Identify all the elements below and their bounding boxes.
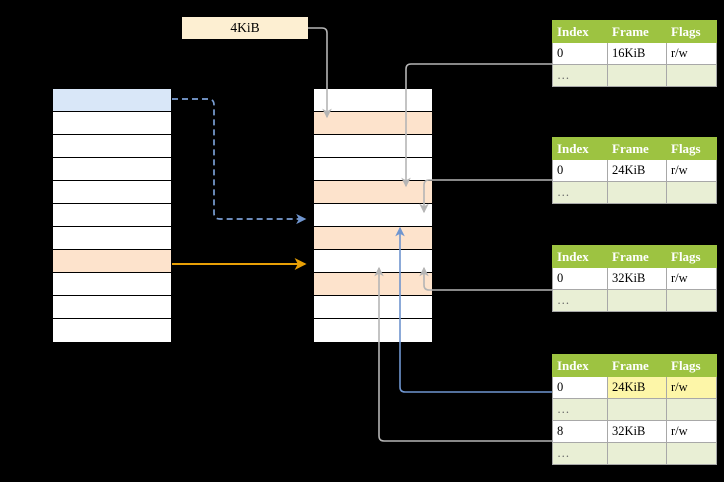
page-table-3-header-frame: Frame <box>607 245 667 268</box>
size-label-text: 4KiB <box>230 20 260 35</box>
page-table-3-r1-c1 <box>607 289 667 312</box>
source-memory-table <box>52 88 172 342</box>
page-table-2-r0-c2: r/w <box>666 159 717 182</box>
wire-pt2-to-middle-row7 <box>419 179 552 214</box>
page-table-1-header-index: Index <box>552 20 608 43</box>
page-table-3-r0-c0: 0 <box>552 267 608 290</box>
page-table-1-row: … <box>552 64 717 87</box>
size-label-box: 4KiB <box>182 17 308 39</box>
page-table-3-r1-c0: … <box>552 289 608 312</box>
source-memory-table-row-10 <box>53 296 171 319</box>
page-table-1-r0-c0: 0 <box>552 42 608 65</box>
source-memory-table-row-9 <box>53 273 171 296</box>
target-memory-table-row-5 <box>314 181 432 204</box>
page-table-4-r1-c0: … <box>552 398 608 421</box>
page-table-4-row: … <box>552 442 717 465</box>
target-memory-table-row-11 <box>314 319 432 342</box>
page-table-2-header-frame: Frame <box>607 137 667 160</box>
page-table-4-r2-c0: 8 <box>552 420 608 443</box>
page-table-1-header-frame: Frame <box>607 20 667 43</box>
page-table-2-r1-c2 <box>666 181 717 204</box>
source-memory-table-row-5 <box>53 181 171 204</box>
page-table-4-r0-c0: 0 <box>552 376 608 399</box>
page-table-2-r1-c1 <box>607 181 667 204</box>
target-memory-table-row-2 <box>314 112 432 135</box>
page-table-2-r0-c0: 0 <box>552 159 608 182</box>
page-table-4-r3-c2 <box>666 442 717 465</box>
page-table-1-r0-c2: r/w <box>666 42 717 65</box>
wire-pt3-to-middle-row9 <box>419 266 552 291</box>
target-memory-table-row-7 <box>314 227 432 250</box>
page-table-3-header-index: Index <box>552 245 608 268</box>
page-table-4-r1-c2 <box>666 398 717 421</box>
page-table-1-header-flags: Flags <box>666 20 717 43</box>
page-table-4-header-frame: Frame <box>607 354 667 377</box>
page-table-4-r2-c2: r/w <box>666 420 717 443</box>
page-table-2-header-flags: Flags <box>666 137 717 160</box>
page-table-2-header-index: Index <box>552 137 608 160</box>
source-memory-table-row-7 <box>53 227 171 250</box>
page-table-1-r1-c0: … <box>552 64 608 87</box>
source-memory-table-row-11 <box>53 319 171 342</box>
page-table-4-row: … <box>552 398 717 421</box>
target-memory-table-row-10 <box>314 296 432 319</box>
source-memory-table-row-8 <box>53 250 171 273</box>
wire-dashed-left-row1-to-middle-row7 <box>172 98 307 225</box>
page-table-4-header-flags: Flags <box>666 354 717 377</box>
page-table-3-header-flags: Flags <box>666 245 717 268</box>
target-memory-table-row-9 <box>314 273 432 296</box>
target-memory-table-row-6 <box>314 204 432 227</box>
target-memory-table-row-1 <box>314 89 432 112</box>
page-table-2-r1-c0: … <box>552 181 608 204</box>
source-memory-table-row-4 <box>53 158 171 181</box>
page-table-4-r0-c1: 24KiB <box>607 376 667 399</box>
page-table-1-r1-c1 <box>607 64 667 87</box>
source-memory-table-row-1 <box>53 89 171 112</box>
page-table-2-r0-c1: 24KiB <box>607 159 667 182</box>
target-memory-table-row-3 <box>314 135 432 158</box>
page-table-3-r0-c1: 32KiB <box>607 267 667 290</box>
page-table-1-r1-c2 <box>666 64 717 87</box>
page-table-4-r0-c2: r/w <box>666 376 717 399</box>
page-table-3-row: … <box>552 289 717 312</box>
page-table-4-header-index: Index <box>552 354 608 377</box>
source-memory-table-row-2 <box>53 112 171 135</box>
page-table-4-r3-c1 <box>607 442 667 465</box>
page-table-3-r0-c2: r/w <box>666 267 717 290</box>
page-table-1-r0-c1: 16KiB <box>607 42 667 65</box>
target-memory-table-row-4 <box>314 158 432 181</box>
target-memory-table-row-8 <box>314 250 432 273</box>
page-table-4-r1-c1 <box>607 398 667 421</box>
page-table-4-r3-c0: … <box>552 442 608 465</box>
source-memory-table-row-3 <box>53 135 171 158</box>
source-memory-table-row-6 <box>53 204 171 227</box>
page-table-2-row: … <box>552 181 717 204</box>
page-table-4-r2-c1: 32KiB <box>607 420 667 443</box>
page-table-3-r1-c2 <box>666 289 717 312</box>
target-memory-table <box>313 88 433 342</box>
